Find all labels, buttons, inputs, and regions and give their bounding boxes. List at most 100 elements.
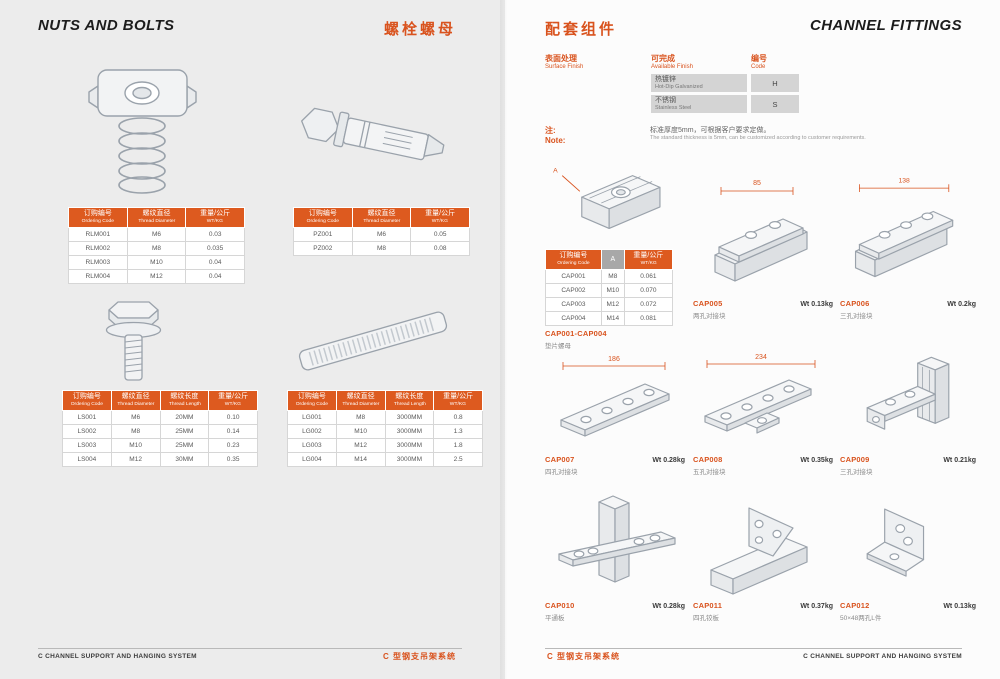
note-label: 注: Note: [545, 126, 566, 145]
product-weight: Wt 0.37kg [800, 603, 833, 610]
table-cell: 2.5 [433, 452, 483, 467]
spring-channel-nut-drawing [88, 69, 197, 194]
table-cell: 0.23 [208, 438, 258, 453]
figure-flange-bolt [78, 296, 193, 388]
table-cell: RLM003 [68, 255, 128, 270]
product-cell-cap011: CAP011 Wt 0.37kg 四孔铰板 [693, 494, 833, 622]
finish-spacer [545, 74, 647, 92]
table-cell: 0.035 [185, 241, 245, 256]
dimension-label: 85 [753, 180, 761, 187]
table-cell: M8 [335, 410, 386, 425]
table-cell: 0.05 [410, 227, 470, 242]
cap009-figure [840, 350, 976, 452]
table-cell: RLM002 [68, 241, 128, 256]
table-cell: LG001 [287, 410, 337, 425]
table-cell: RLM004 [68, 269, 128, 284]
table-cell: LG002 [287, 424, 337, 439]
table-cell: LG004 [287, 452, 337, 467]
table-cell: M12 [126, 269, 187, 284]
table-cell: LG003 [287, 438, 337, 453]
product-code: CAP011 [693, 601, 723, 610]
product-weight: Wt 0.28kg [652, 457, 685, 464]
cap009-drawing [866, 356, 950, 430]
footer-rule-right [545, 648, 962, 649]
figure-threaded-rod [282, 294, 464, 389]
table-cell: M12 [110, 452, 161, 467]
table-cell: 20MM [159, 410, 210, 425]
finish-code-h: H [751, 74, 799, 92]
note-text: 标准厚度5mm，可根据客户要求定做。 The standard thicknes… [650, 127, 866, 141]
cap012-drawing [866, 508, 925, 577]
table-cell: LS002 [62, 424, 112, 439]
table-cell: 3000MM [384, 438, 435, 453]
product-caption-cn: 平通板 [545, 615, 565, 622]
dimension-label: 138 [898, 177, 910, 184]
table-cell: 0.061 [623, 269, 674, 284]
page-title-right: CHANNEL FITTINGS [810, 17, 962, 34]
flange-bolt-drawing [105, 301, 162, 381]
product-code: CAP007 [545, 455, 575, 464]
cap001-figure: A [545, 160, 685, 246]
product-caption-cn: 垫片螺母 [545, 343, 571, 350]
product-cell-cap005: 85 CAP005 Wt 0.13kg 两孔对接块 [693, 160, 833, 320]
table-cell: 1.8 [433, 438, 483, 453]
product-caption-cn: 两孔对接块 [693, 313, 726, 320]
finish-code-s: S [751, 95, 799, 113]
table-cell: 3000MM [384, 410, 435, 425]
table-cell: M12 [600, 297, 625, 312]
table-cell: M14 [600, 311, 625, 326]
finish-header-available: 可完成 Available Finish [651, 54, 693, 70]
table-cell: M8 [126, 241, 187, 256]
table-cell: PZ002 [293, 241, 353, 256]
note-block: 注: Note: 标准厚度5mm，可根据客户要求定做。 The standard… [545, 126, 866, 146]
table-cell: 1.3 [433, 424, 483, 439]
left-page-background [0, 0, 505, 679]
cap011-figure [693, 494, 833, 598]
table-cell: CAP002 [545, 283, 602, 298]
figure-anchor-bolt [288, 82, 466, 192]
product-weight: Wt 0.2kg [947, 301, 976, 308]
product-code: CAP010 [545, 601, 575, 610]
footer-right-en: C CHANNEL SUPPORT AND HANGING SYSTEM [803, 653, 962, 660]
product-cell-cap007: 186 CAP007 Wt 0.28kg 四孔对接块 [545, 350, 685, 476]
table-cell: M10 [110, 438, 161, 453]
finish-row-galvanized: 热镀锌 Hot-Dip Galvanized [651, 74, 747, 92]
product-cell-cap010: CAP010 Wt 0.28kg 平通板 [545, 494, 685, 622]
cap007-drawing: 186 [560, 356, 670, 437]
page-gutter [500, 0, 508, 679]
table-cell: 0.072 [623, 297, 674, 312]
product-cell-cap008: 234 CAP008 Wt 0.35kg 五孔对接块 [693, 350, 833, 476]
product-caption-cn: 五孔对接块 [693, 469, 726, 476]
product-caption-cn: 三孔对接块 [840, 313, 873, 320]
table-cell: LS001 [62, 410, 112, 425]
dimension-label: A [553, 168, 558, 175]
product-caption-cn: 50×48两孔L件 [840, 615, 882, 622]
table-cell: 0.35 [208, 452, 258, 467]
cap006-drawing: 138 [854, 177, 954, 278]
page-title-right-cn: 配套组件 [545, 21, 618, 38]
table-cell: 25MM [159, 424, 210, 439]
